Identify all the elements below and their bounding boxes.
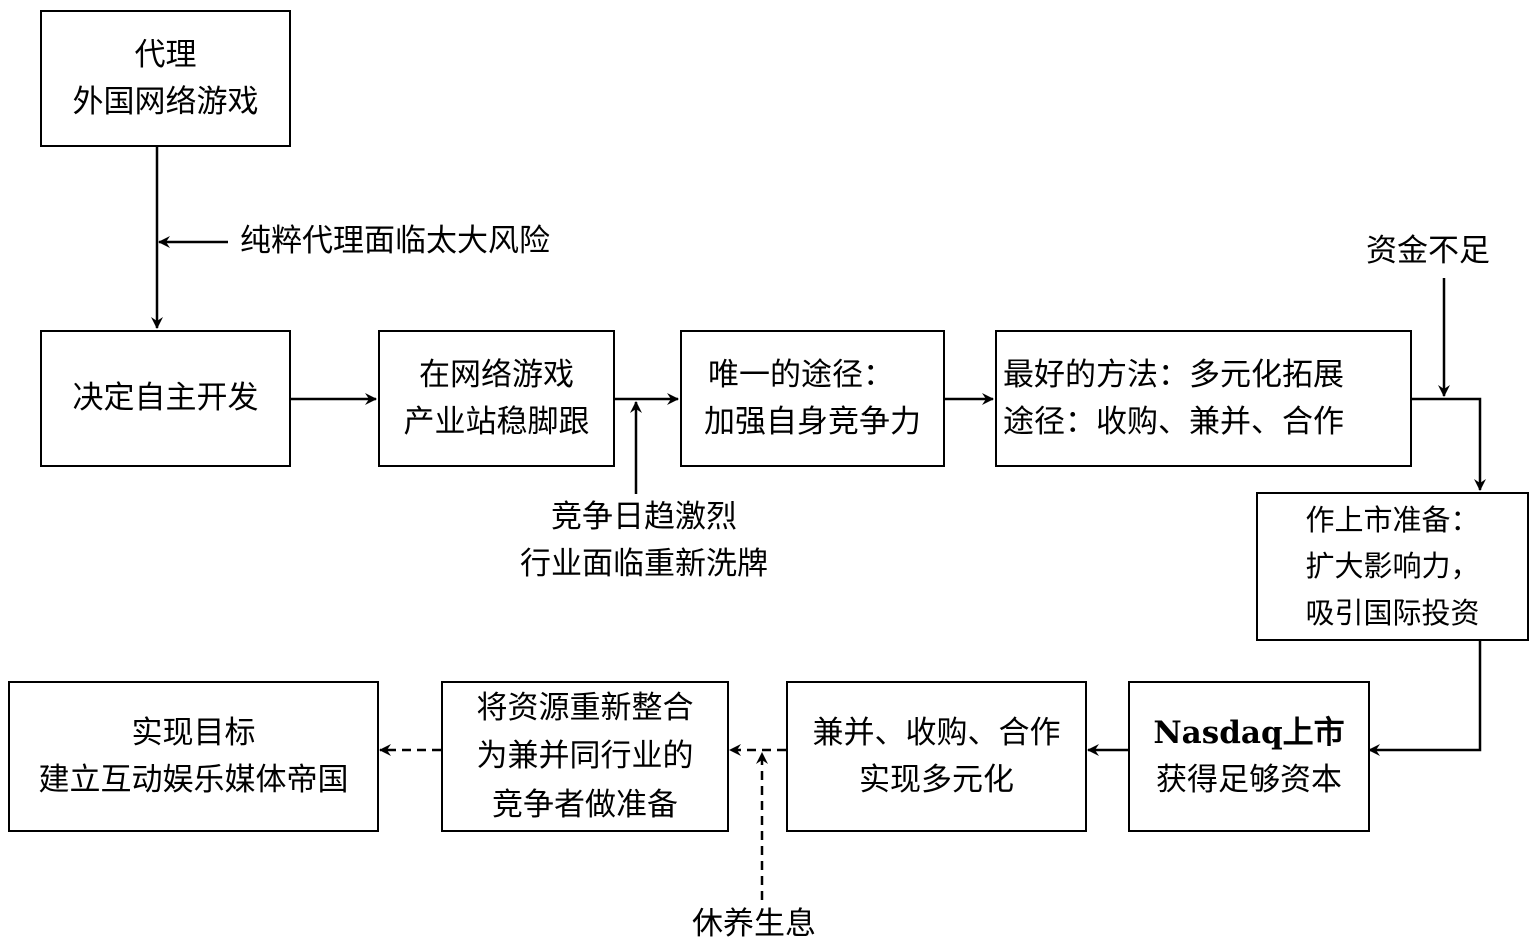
- box-line: 建立互动娱乐媒体帝国: [38, 761, 349, 798]
- box-line: 最好的方法：多元化拓展: [1003, 357, 1344, 393]
- box-line: 吸引国际投资: [1305, 595, 1480, 630]
- label-line: 竞争日趋激烈: [551, 499, 737, 535]
- box-line: 获得足够资本: [1156, 761, 1342, 798]
- box-line: Nasdaq上市: [1153, 715, 1345, 751]
- label-insufficient-funds: 资金不足: [1366, 233, 1490, 269]
- label-agency-risk: 纯粹代理面临太大风险: [240, 223, 550, 259]
- box-line: 加强自身竞争力: [704, 403, 921, 440]
- box-line: 作上市准备：: [1305, 502, 1480, 537]
- box-line: 将资源重新整合: [476, 690, 694, 727]
- box-line: 在网络游戏: [419, 357, 574, 393]
- arrow-ipo-prep-to-nasdaq: [1368, 640, 1482, 756]
- box-line: 实现目标: [131, 715, 256, 751]
- box-integrate-resources: 将资源重新整合 为兼并同行业的 竞争者做准备: [441, 681, 729, 832]
- box-line: 决定自主开发: [72, 380, 259, 417]
- box-line: 扩大影响力，: [1305, 549, 1480, 584]
- box-only-way: 唯一的途径： 加强自身竞争力: [680, 330, 945, 467]
- box-gain-foothold: 在网络游戏 产业站稳脚跟: [378, 330, 615, 467]
- box-best-method: 最好的方法：多元化拓展 途径：收购、兼并、合作: [995, 330, 1412, 467]
- label-competition: 竞争日趋激烈 行业面临重新洗牌: [520, 494, 768, 587]
- box-agent-foreign-games: 代理 外国网络游戏: [40, 10, 291, 147]
- box-achieve-goal: 实现目标 建立互动娱乐媒体帝国: [8, 681, 379, 832]
- box-line: 兼并、收购、合作: [812, 715, 1061, 751]
- box-line: 唯一的途径：: [708, 357, 894, 393]
- box-nasdaq-listing: Nasdaq上市 获得足够资本: [1128, 681, 1370, 832]
- arrow-best-method-to-ipo-prep: [1411, 397, 1486, 491]
- box-line: 产业站稳脚跟: [403, 403, 590, 440]
- box-line: 竞争者做准备: [492, 786, 678, 823]
- label-recuperate: 休养生息: [692, 906, 816, 942]
- box-decide-self-develop: 决定自主开发: [40, 330, 291, 467]
- label-line: 行业面临重新洗牌: [520, 545, 768, 582]
- box-line: 实现多元化: [859, 761, 1014, 798]
- box-line: 外国网络游戏: [72, 83, 259, 120]
- box-line: 途径：收购、兼并、合作: [1003, 403, 1344, 440]
- box-ipo-preparation: 作上市准备： 扩大影响力， 吸引国际投资: [1256, 492, 1529, 641]
- box-line: 代理: [134, 37, 197, 73]
- box-merge-diversify: 兼并、收购、合作 实现多元化: [786, 681, 1087, 832]
- box-line: 为兼并同行业的: [476, 738, 694, 775]
